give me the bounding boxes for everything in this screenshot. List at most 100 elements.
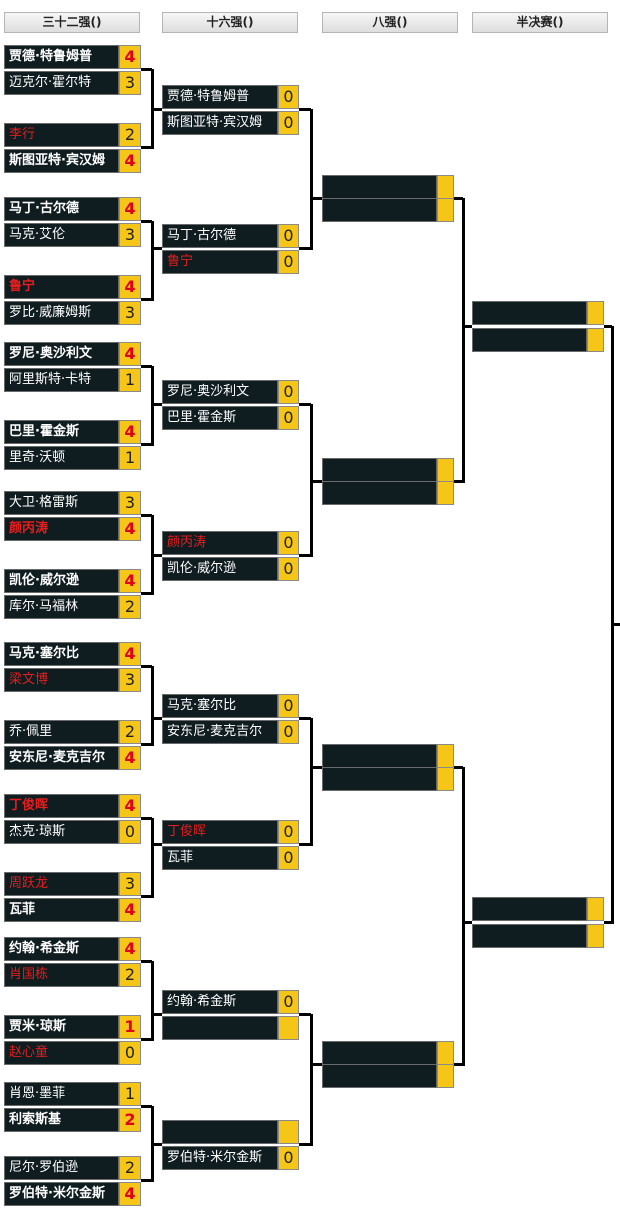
qf-match-3-player-2[interactable]: [322, 767, 454, 791]
qf-match-1-player-1[interactable]: [322, 175, 454, 199]
sf-match-2-player-2[interactable]: [472, 924, 604, 948]
sf-match-1-player-1[interactable]: [472, 301, 604, 325]
player-score: 0: [278, 557, 299, 581]
player-name: [472, 328, 587, 352]
connector-line: [310, 718, 313, 846]
player-name: 丁俊晖: [162, 820, 278, 844]
qf-match-3-player-1[interactable]: [322, 744, 454, 768]
player-name: [322, 1041, 437, 1065]
connector-line: [141, 220, 152, 223]
player-name: 利索斯基: [4, 1108, 119, 1132]
player-score: 4: [119, 275, 141, 299]
connector-line: [311, 1062, 322, 1066]
player-score: 0: [119, 820, 141, 844]
qf-match-2-player-1[interactable]: [322, 458, 454, 482]
player-name: 里奇·沃顿: [4, 446, 119, 470]
player-name: 安东尼·麦克吉尔: [162, 720, 278, 744]
player-score: 2: [119, 595, 141, 619]
sf-match-1-player-2[interactable]: [472, 328, 604, 352]
player-score: 4: [119, 149, 141, 173]
player-score: 4: [119, 569, 141, 593]
connector-line: [310, 1014, 313, 1146]
connector-line: [141, 1038, 152, 1041]
connector-line: [152, 843, 162, 846]
player-score: 4: [119, 342, 141, 366]
connector-line: [152, 1013, 162, 1016]
sf-match-2-player-1[interactable]: [472, 897, 604, 921]
r16-match-8-player-1[interactable]: [162, 1120, 299, 1144]
player-score: 3: [119, 668, 141, 692]
player-name: 迈克尔·霍尔特: [4, 71, 119, 95]
connector-line: [151, 961, 154, 1041]
player-name: 巴里·霍金斯: [162, 406, 278, 430]
connector-line: [299, 403, 311, 406]
player-name: 斯图亚特·宾汉姆: [4, 149, 119, 173]
player-name: 乔·佩里: [4, 720, 119, 744]
player-score: 4: [119, 642, 141, 666]
qf-match-4-player-2[interactable]: [322, 1064, 454, 1088]
player-score: 0: [278, 250, 299, 274]
connector-line: [311, 196, 322, 200]
connector-line: [141, 1179, 152, 1182]
qf-match-1-player-2[interactable]: [322, 198, 454, 222]
connector-line: [311, 479, 322, 483]
player-score: 0: [278, 224, 299, 248]
qf-match-4-player-1[interactable]: [322, 1041, 454, 1065]
r16-match-7-player-2[interactable]: [162, 1016, 299, 1040]
player-name: [162, 1016, 278, 1040]
connector-line: [141, 146, 152, 149]
qf-match-2-player-2[interactable]: [322, 481, 454, 505]
player-name: 尼尔·罗伯逊: [4, 1156, 119, 1180]
connector-line: [454, 479, 463, 483]
connector-line: [141, 960, 152, 963]
player-name: [322, 744, 437, 768]
player-name: [322, 458, 437, 482]
